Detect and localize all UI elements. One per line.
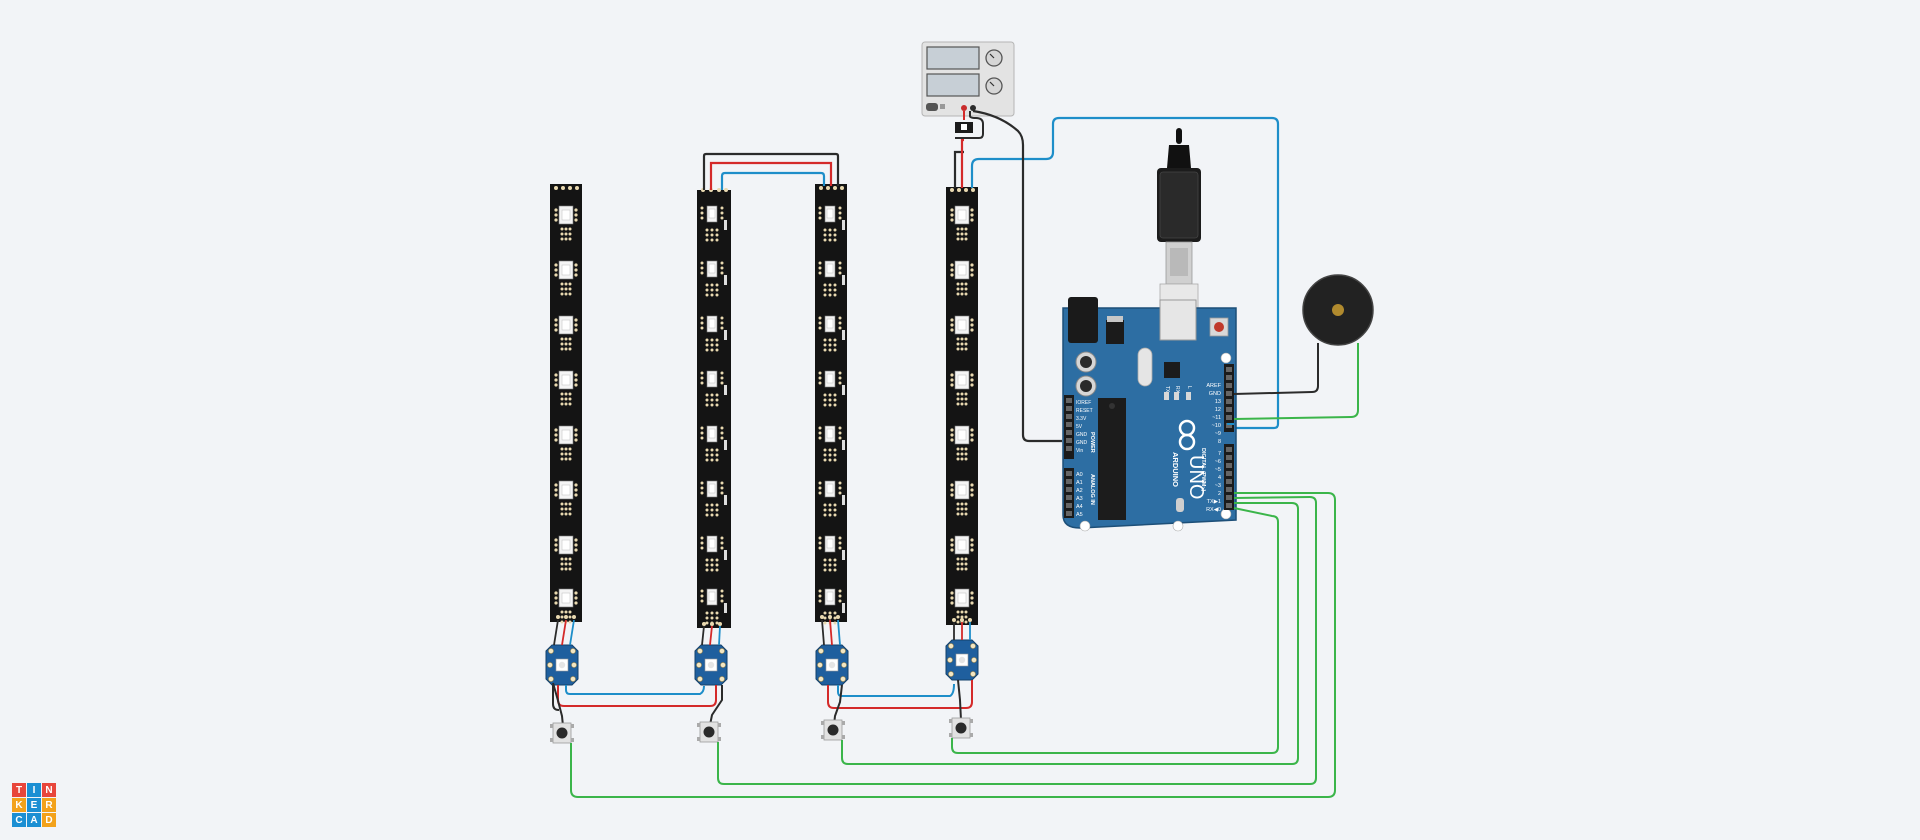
current-display xyxy=(926,73,980,97)
led-strip-4[interactable] xyxy=(946,187,978,625)
logo-letter-k: K xyxy=(12,798,26,812)
usb-chip xyxy=(1164,362,1180,378)
analog-pin-label-0: A0 xyxy=(1076,472,1083,478)
power-pin-label-3: 5V xyxy=(1076,424,1083,430)
logo-letter-r: R xyxy=(42,798,56,812)
digital-pin-label-9: ~6 xyxy=(1215,459,1221,465)
logo-letter-e: E xyxy=(27,798,41,812)
digital-pin-label-10: ~5 xyxy=(1215,467,1221,473)
digital-pin-label-12: ~3 xyxy=(1215,483,1221,489)
neopixel-board-2[interactable] xyxy=(694,644,728,686)
analog-pin-label-1: A1 xyxy=(1076,480,1083,486)
digital-pin-label-5: ~10 xyxy=(1212,423,1221,429)
digital-pin-label-13: 2 xyxy=(1218,491,1221,497)
usb-port xyxy=(1159,299,1197,341)
wires-strip-top[interactable] xyxy=(702,116,1280,430)
inline-component[interactable] xyxy=(955,111,984,139)
logo-letter-t: T xyxy=(12,783,26,797)
analog-pin-label-2: A2 xyxy=(1076,488,1083,494)
logo-letter-i: I xyxy=(27,783,41,797)
logo-letter-d: D xyxy=(42,813,56,827)
led-strip-2[interactable] xyxy=(697,188,731,628)
neopixel-board-1[interactable] xyxy=(545,644,579,686)
push-button-3[interactable] xyxy=(820,719,846,741)
wires-button-signals[interactable] xyxy=(570,492,1336,798)
digital-pin-label-0: AREF xyxy=(1206,383,1221,389)
push-button-4[interactable] xyxy=(948,717,974,739)
icsp-header xyxy=(1176,498,1184,512)
digital-pin-label-6: ~9 xyxy=(1215,431,1221,437)
power-switch[interactable] xyxy=(926,103,938,111)
neopixel-board-4[interactable] xyxy=(945,639,979,681)
l-led-label: L xyxy=(1186,386,1192,389)
digital-pin-label-14: TX▶1 xyxy=(1207,499,1221,505)
digital-header[interactable] xyxy=(1224,364,1234,510)
push-button-2[interactable] xyxy=(696,721,722,743)
arduino-logo-icon xyxy=(1178,419,1196,451)
power-pin-label-5: GND xyxy=(1076,440,1088,446)
logo-letter-n: N xyxy=(42,783,56,797)
analog-pin-label-5: A5 xyxy=(1076,512,1083,518)
atmega-chip xyxy=(1098,398,1126,520)
dc-jack xyxy=(1068,297,1098,343)
digital-pin-label-15: RX◀0 xyxy=(1206,507,1221,513)
positive-terminal[interactable] xyxy=(961,105,967,111)
digital-pin-label-4: ~11 xyxy=(1212,415,1221,421)
led-strip-3[interactable] xyxy=(815,184,847,625)
power-header-label: POWER xyxy=(1089,432,1095,453)
rx-led-label: RX xyxy=(1174,386,1180,394)
crystal xyxy=(1137,347,1153,387)
digital-pin-label-3: 12 xyxy=(1215,407,1221,413)
wire-supply-gnd[interactable] xyxy=(972,109,1062,443)
push-button-1[interactable] xyxy=(549,722,575,744)
wires-bottom-bus[interactable] xyxy=(552,679,973,727)
digital-pin-label-1: GND xyxy=(1209,391,1221,397)
power-pin-label-0: IOREF xyxy=(1076,400,1091,406)
voltage-regulator xyxy=(1106,320,1124,344)
digital-pin-label-2: 13 xyxy=(1215,399,1221,405)
wires-strip-to-board[interactable] xyxy=(553,619,971,646)
digital-header-label: DIGITAL (PWM~) xyxy=(1200,448,1206,492)
power-header[interactable] xyxy=(1064,395,1074,459)
power-pin-label-4: GND xyxy=(1076,432,1088,438)
neopixel-board-3[interactable] xyxy=(815,644,849,686)
arduino-brand-label: ARDUINO xyxy=(1171,452,1180,487)
analog-pin-label-4: A4 xyxy=(1076,504,1083,510)
analog-header-label: ANALOG IN xyxy=(1089,474,1095,505)
negative-terminal[interactable] xyxy=(970,105,976,111)
logo-letter-a: A xyxy=(27,813,41,827)
digital-pin-label-7: 8 xyxy=(1218,439,1221,445)
power-pin-label-6: Vin xyxy=(1076,448,1083,454)
digital-pin-label-8: 7 xyxy=(1218,451,1221,457)
voltage-display xyxy=(926,46,980,70)
led-strip-1[interactable] xyxy=(550,184,582,624)
power-supply[interactable] xyxy=(921,41,1015,117)
arduino-model-label: UNO xyxy=(1185,455,1207,499)
analog-pin-label-3: A3 xyxy=(1076,496,1083,502)
wires-buzzer[interactable] xyxy=(1227,343,1359,425)
tx-led-label: TX xyxy=(1164,386,1170,393)
power-pin-label-1: RESET xyxy=(1076,408,1093,414)
power-pin-label-2: 3.3V xyxy=(1076,416,1087,422)
piezo-buzzer[interactable] xyxy=(1302,274,1374,346)
digital-pin-label-11: 4 xyxy=(1218,475,1221,481)
tinkercad-logo: T I N K E R C A D xyxy=(12,783,56,827)
analog-header[interactable] xyxy=(1064,468,1074,518)
logo-letter-c: C xyxy=(12,813,26,827)
arduino-uno[interactable]: ARDUINO UNO TX RX L IOREF RESET 3.3V 5V … xyxy=(1062,297,1237,532)
